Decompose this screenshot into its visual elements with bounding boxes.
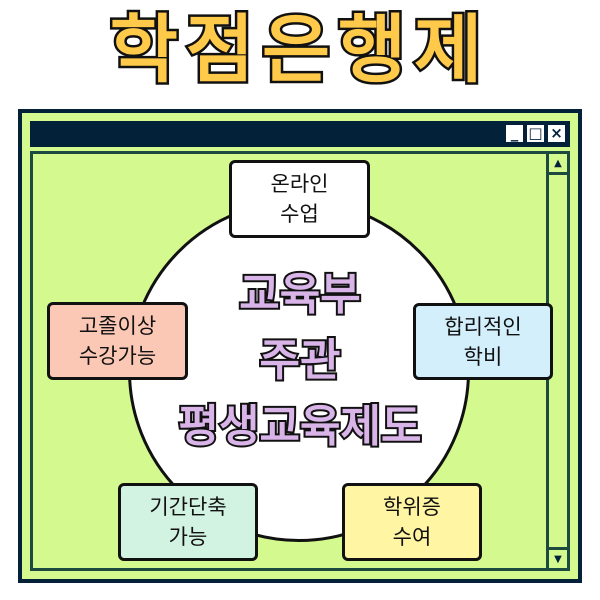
feature-label: 수강가능 [78, 344, 157, 368]
maximize-button[interactable]: □ [526, 124, 545, 143]
center-line: 주관 [258, 333, 343, 388]
center-line: 교육부 [237, 267, 362, 322]
feature-label: 수여 [392, 525, 432, 549]
feature-shortened-period: 기간단축 가능 [118, 483, 258, 561]
feature-label: 가능 [168, 525, 208, 549]
page-title: 학점은행제 [107, 5, 491, 96]
window-controls: _ □ × [505, 124, 566, 143]
scroll-up-arrow-icon[interactable]: ▲ [549, 154, 567, 175]
scroll-down-arrow-icon[interactable]: ▼ [549, 547, 567, 568]
feature-high-school-graduates: 고졸이상 수강가능 [47, 302, 188, 380]
close-button[interactable]: × [547, 124, 566, 143]
feature-label: 고졸이상 [78, 314, 157, 338]
feature-label: 합리적인 [444, 314, 522, 339]
feature-label: 수업 [280, 202, 319, 226]
feature-label: 온라인 [270, 172, 329, 196]
center-heading: 교육부 주관 평생교육제도 [140, 262, 460, 460]
feature-label: 학위증 [383, 495, 441, 519]
feature-label: 기간단축 [149, 495, 227, 519]
center-line: 평생교육제도 [177, 399, 424, 454]
feature-reasonable-tuition: 합리적인 학비 [413, 303, 553, 380]
feature-online-class: 온라인 수업 [229, 160, 370, 238]
feature-label: 학비 [463, 344, 503, 369]
feature-degree-award: 학위증 수여 [342, 483, 482, 561]
window-titlebar[interactable]: _ □ × [30, 121, 570, 147]
minimize-button[interactable]: _ [505, 124, 524, 143]
